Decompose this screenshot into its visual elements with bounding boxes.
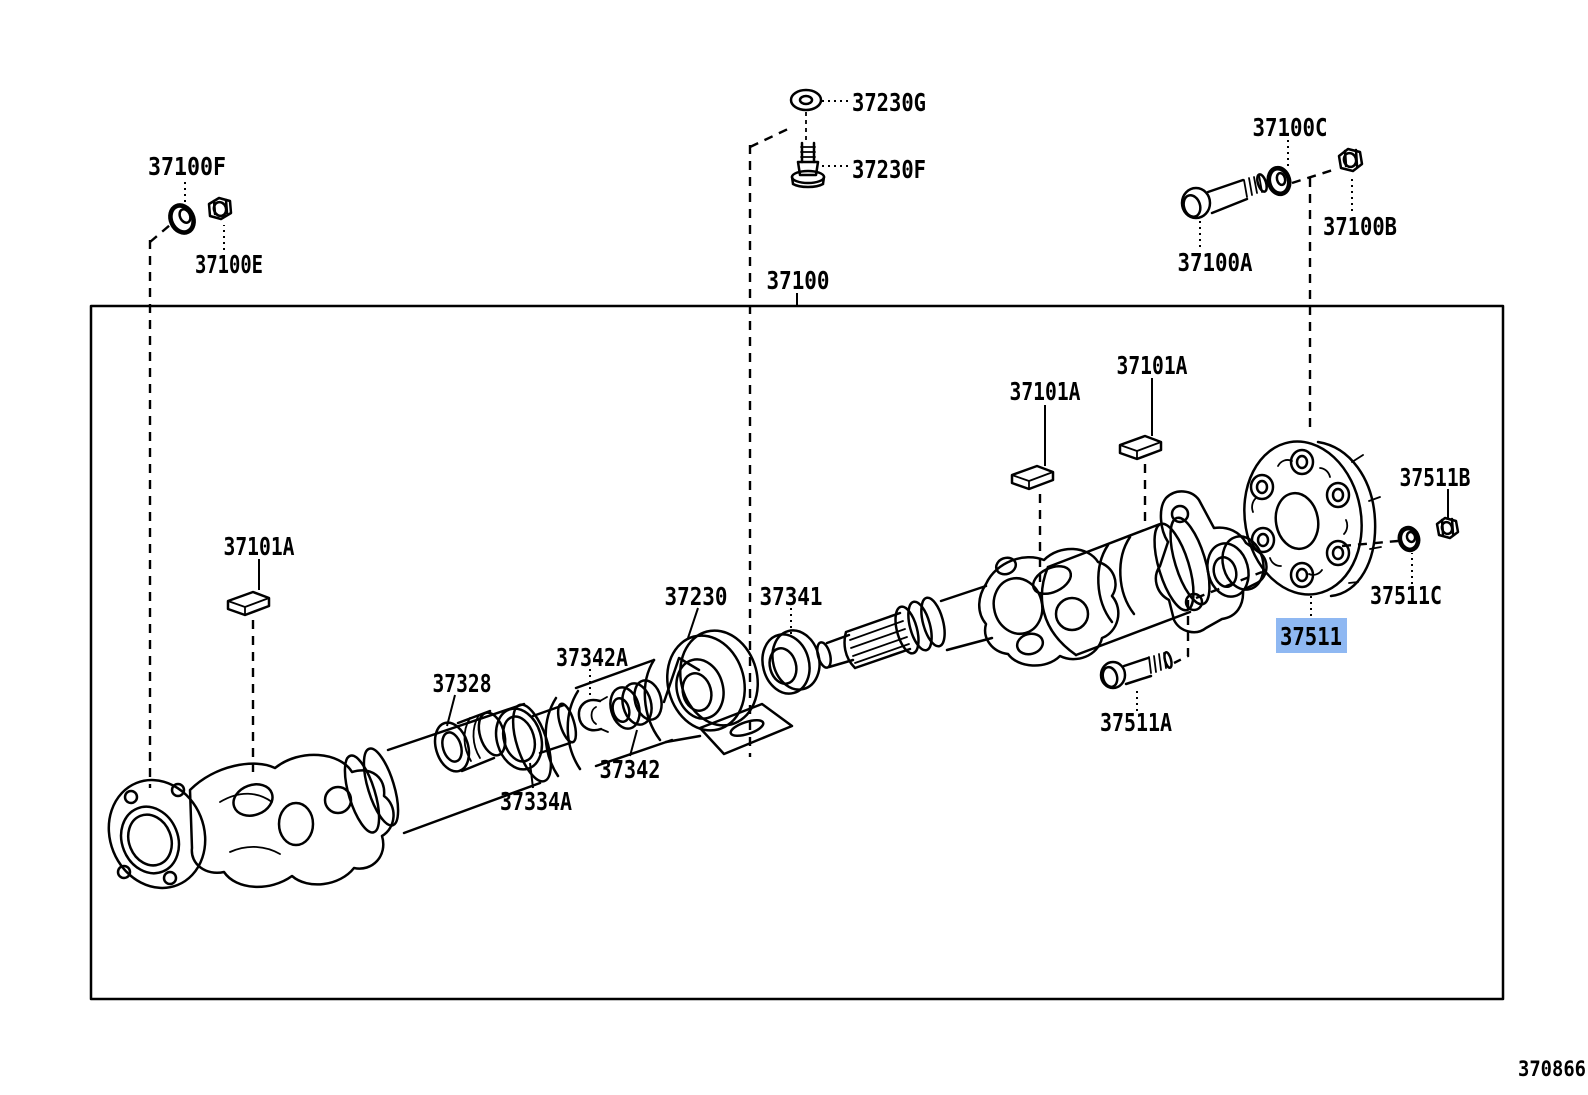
label-leader-lines xyxy=(184,100,1449,789)
part-label-37101a-left[interactable]: 37101A xyxy=(224,532,295,561)
part-label-37511b[interactable]: 37511B xyxy=(1400,463,1471,492)
part-label-37511-selected[interactable]: 37511 xyxy=(1280,622,1342,651)
part-label-37342[interactable]: 37342 xyxy=(600,755,661,784)
bolt-icon-37230f xyxy=(790,141,826,189)
balance-weight-icon-right xyxy=(1118,434,1163,461)
snap-ring-icon-37342a xyxy=(577,696,609,733)
bearing-cushion-drawing-37342 xyxy=(609,679,663,730)
washer-icon-37230g xyxy=(789,88,823,112)
balance-weight-icon-middle xyxy=(1010,464,1055,491)
rear-shaft-spline-stub-drawing xyxy=(816,584,994,670)
nut-icon-37100e xyxy=(207,196,233,221)
front-flange-yoke-drawing xyxy=(107,753,395,890)
part-label-37100c[interactable]: 37100C xyxy=(1253,113,1328,142)
bolt-icon-37100a xyxy=(1180,173,1268,220)
part-label-37230[interactable]: 37230 xyxy=(665,582,728,611)
center-bearing-drawing-37230 xyxy=(662,629,794,756)
part-label-37100[interactable]: 37100 xyxy=(767,266,830,295)
part-label-37100e[interactable]: 37100E xyxy=(195,250,263,279)
part-label-37230g[interactable]: 37230G xyxy=(852,88,926,117)
washer-icon-37100c xyxy=(1266,165,1292,197)
part-label-37101a-middle[interactable]: 37101A xyxy=(1010,377,1081,406)
part-label-37100b[interactable]: 37100B xyxy=(1323,212,1397,241)
rear-shaft-tube-drawing xyxy=(1040,516,1211,657)
balance-weight-icon-left xyxy=(226,590,271,617)
part-label-37100a[interactable]: 37100A xyxy=(1178,248,1253,277)
flex-disc-drawing-37511 xyxy=(1243,440,1382,598)
part-label-37511a[interactable]: 37511A xyxy=(1100,708,1172,737)
part-label-37328[interactable]: 37328 xyxy=(433,669,492,698)
part-labels: 37100F 37100E 37230G 37230F 37100C 37100… xyxy=(148,88,1586,1081)
nut-icon-37511b xyxy=(1435,516,1460,540)
part-label-37511c[interactable]: 37511C xyxy=(1370,581,1442,610)
part-label-37334a[interactable]: 37334A xyxy=(500,787,572,816)
washer-icon-37100f xyxy=(168,203,196,235)
sleeve-drawing-37334a xyxy=(494,702,578,771)
part-label-37100f[interactable]: 37100F xyxy=(148,152,226,181)
selected-part-highlight xyxy=(1276,618,1347,653)
bearing-ring-drawing-37341 xyxy=(761,629,821,695)
part-label-37342a[interactable]: 37342A xyxy=(556,643,628,672)
part-label-37230f[interactable]: 37230F xyxy=(852,155,926,184)
rear-flange-drawing xyxy=(1154,490,1268,634)
figure-code: 370866 xyxy=(1518,1057,1586,1081)
part-label-37101a-right[interactable]: 37101A xyxy=(1117,351,1188,380)
washer-icon-37511c xyxy=(1397,525,1421,553)
front-shaft-tube-drawing xyxy=(343,658,674,835)
connector-dashed-lines xyxy=(148,112,1399,788)
bolt-icon-37511a xyxy=(1099,650,1173,690)
part-label-37341[interactable]: 37341 xyxy=(760,582,823,611)
nut-icon-37100b xyxy=(1337,147,1364,173)
